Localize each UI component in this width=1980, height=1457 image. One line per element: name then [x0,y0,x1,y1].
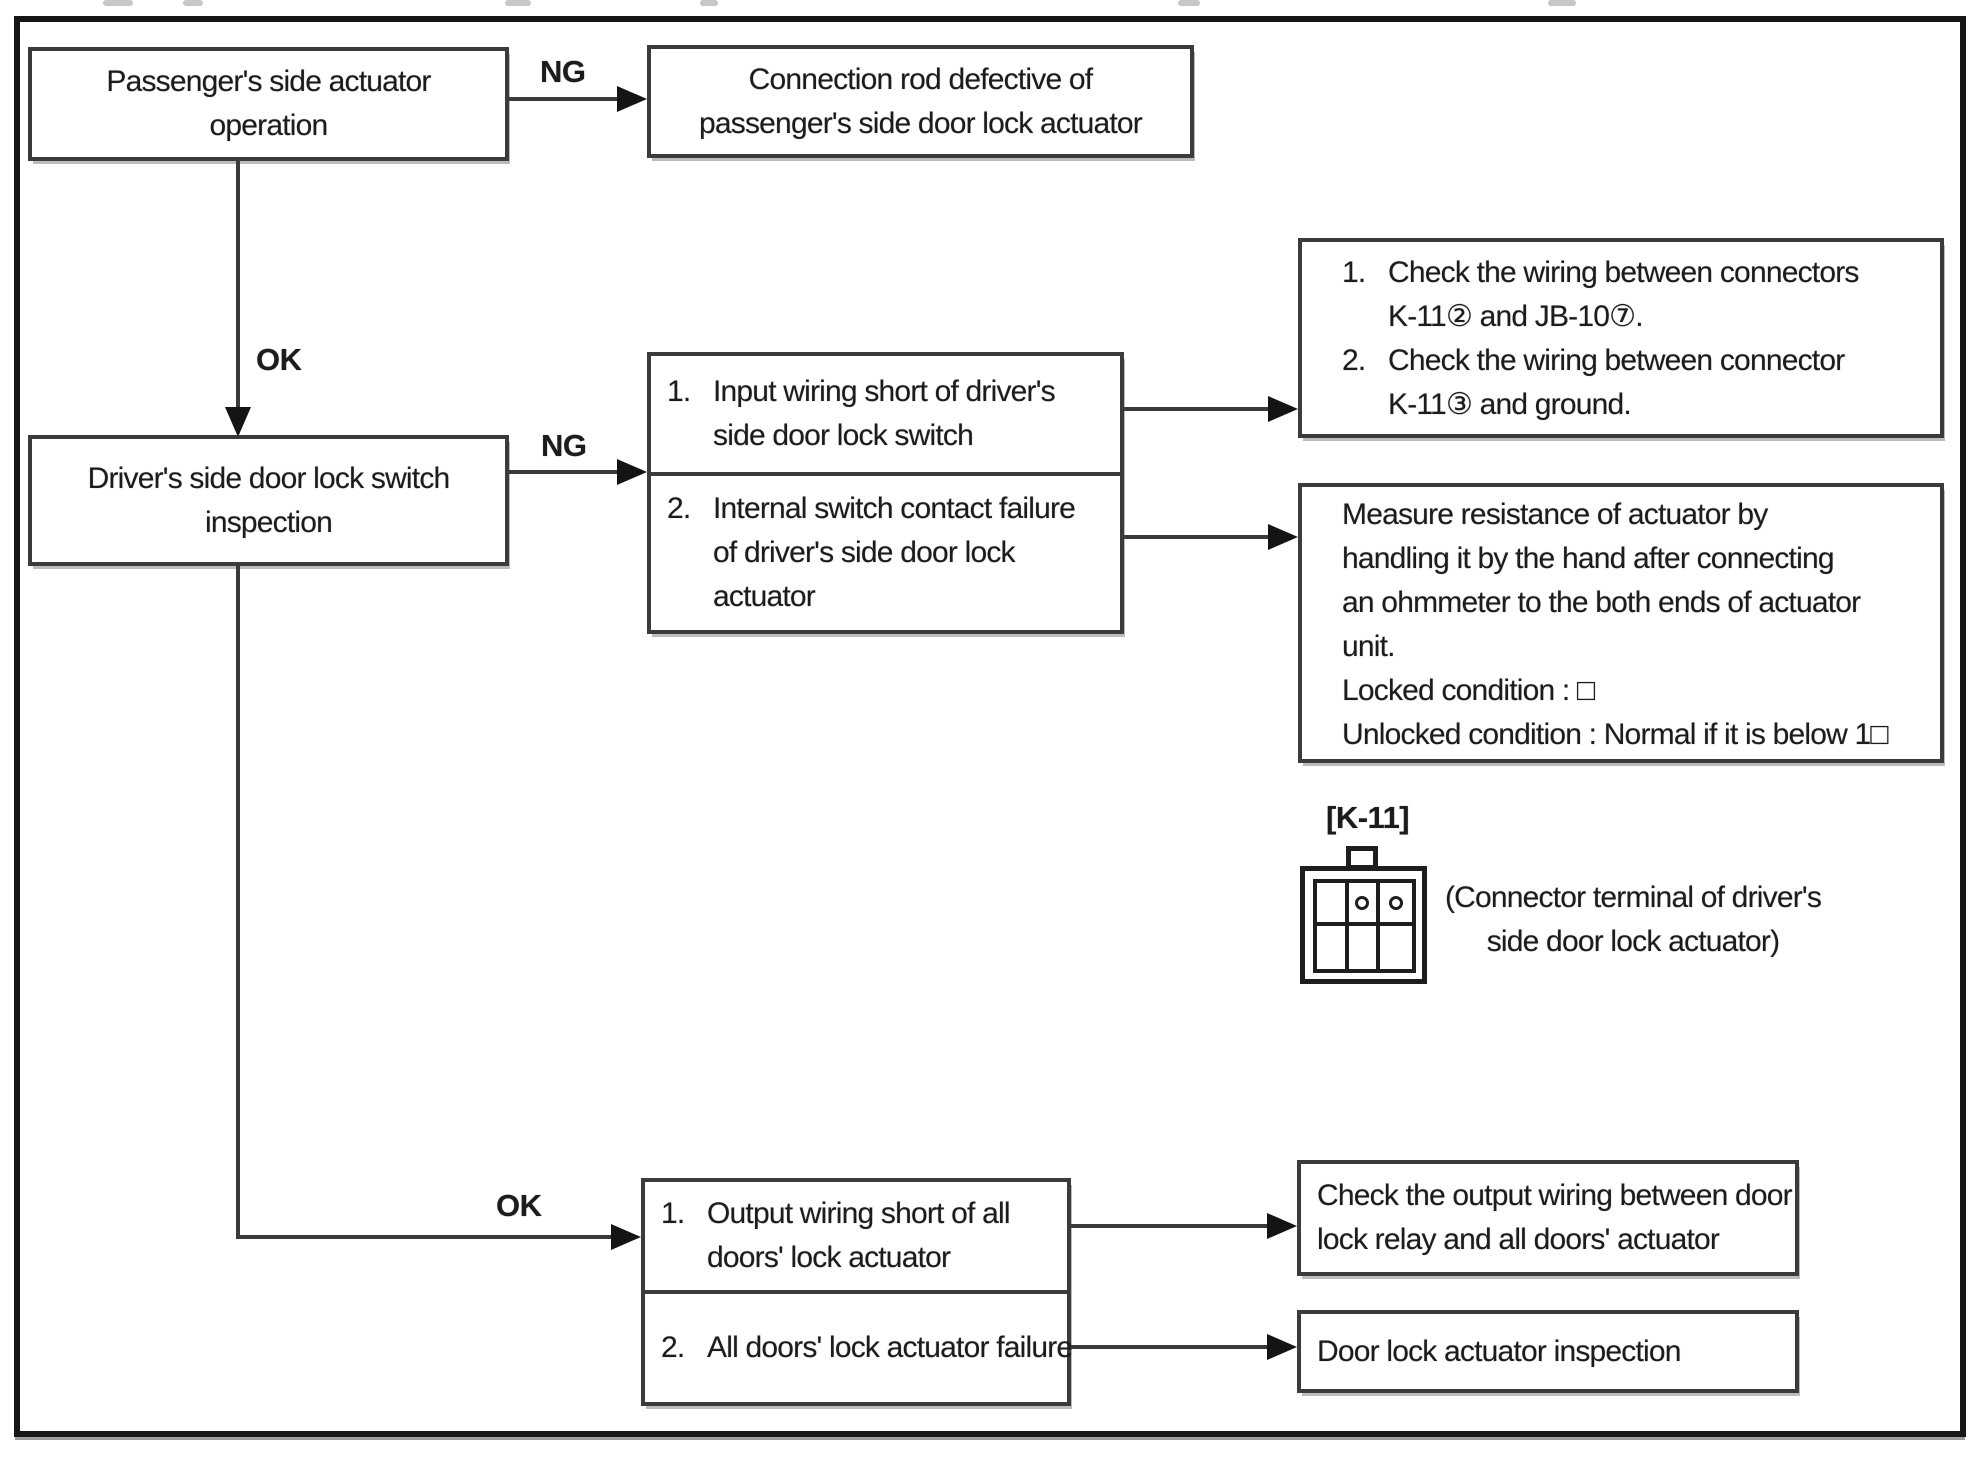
connector-line [1124,535,1272,539]
item-text: Internal switch contact failure of drive… [713,492,1076,613]
edge-label-ng-mid: NG [541,428,587,463]
item-number: 1. [1342,256,1366,289]
terminal-pin-circle [1355,895,1370,910]
connector-line [236,1235,615,1239]
node-driver-switch-inspection: Driver's side door lock switch inspectio… [28,435,509,566]
node-measure-resistance: Measure resistance of actuator by handli… [1298,483,1944,763]
arrowhead-right-icon [1267,1213,1297,1239]
connector-line [1071,1224,1271,1228]
arrowhead-right-icon [617,86,647,112]
arrowhead-right-icon [611,1224,641,1250]
arrowhead-right-icon [1267,1334,1297,1360]
item-number: 1. [667,375,691,408]
pin-cell [1317,883,1349,926]
node-passenger-actuator-operation: Passenger's side actuator operation [28,47,509,161]
diagram-border [14,16,1966,1437]
item-number: 1. [661,1197,685,1230]
connector-line [509,470,620,474]
item-text: Output wiring short of all doors' lock a… [707,1197,1010,1274]
edge-label-ok-top: OK [256,342,302,377]
connector-caption: (Connector terminal of driver's side doo… [1444,881,1822,958]
arrowhead-right-icon [617,459,647,485]
scan-artifact [1548,0,1576,6]
scan-artifact [183,0,203,6]
node-wiring-checks: 1. Check the wiring between connectors K… [1298,238,1944,438]
driver-cause-2: 2. Internal switch contact failure of dr… [651,476,1120,630]
pin-cell [1380,883,1412,926]
edge-label-ng-top: NG [540,54,586,89]
connector-line [236,159,240,407]
edge-label-ok-bottom: OK [496,1188,542,1223]
scan-artifact [103,0,133,6]
node-connection-rod-defective: Connection rod defective of passenger's … [647,45,1194,158]
pin-cell [1317,926,1349,969]
item-number: 2. [661,1331,685,1364]
connector-name-label: [K-11] [1326,800,1410,835]
connector-pin-grid [1313,879,1416,973]
connector-terminal-diagram [1300,866,1427,984]
item-text: Check the wiring between connector K-11③… [1388,344,1845,421]
node-check-output-wiring: Check the output wiring between door loc… [1297,1160,1799,1276]
item-number: 2. [667,492,691,525]
node-door-lock-actuator-inspection: Door lock actuator inspection [1297,1310,1799,1393]
connector-line [1124,407,1272,411]
item-text: Input wiring short of driver's side door… [713,375,1056,452]
connector-line [509,97,620,101]
connector-line [236,566,240,1239]
arrowhead-right-icon [1268,524,1298,550]
driver-cause-1: 1. Input wiring short of driver's side d… [651,356,1120,476]
terminal-pin-circle [1389,895,1404,910]
arrowhead-down-icon [225,407,251,437]
arrowhead-right-icon [1268,396,1298,422]
scan-artifact [700,0,718,6]
pin-cell [1380,926,1412,969]
pin-cell [1349,926,1381,969]
node-driver-causes: 1. Input wiring short of driver's side d… [647,352,1124,634]
scan-artifact [505,0,531,6]
all-doors-cause-2: 2. All doors' lock actuator failure [645,1294,1073,1402]
scan-artifact [1178,0,1200,6]
item-text: All doors' lock actuator failure [707,1331,1073,1364]
pin-cell [1348,883,1381,926]
node-all-doors-causes: 1. Output wiring short of all doors' loc… [641,1178,1073,1406]
connector-line [1071,1345,1271,1349]
item-text: Check the wiring between connectors K-11… [1388,256,1859,333]
item-number: 2. [1342,344,1366,377]
all-doors-cause-1: 1. Output wiring short of all doors' loc… [645,1182,1067,1294]
